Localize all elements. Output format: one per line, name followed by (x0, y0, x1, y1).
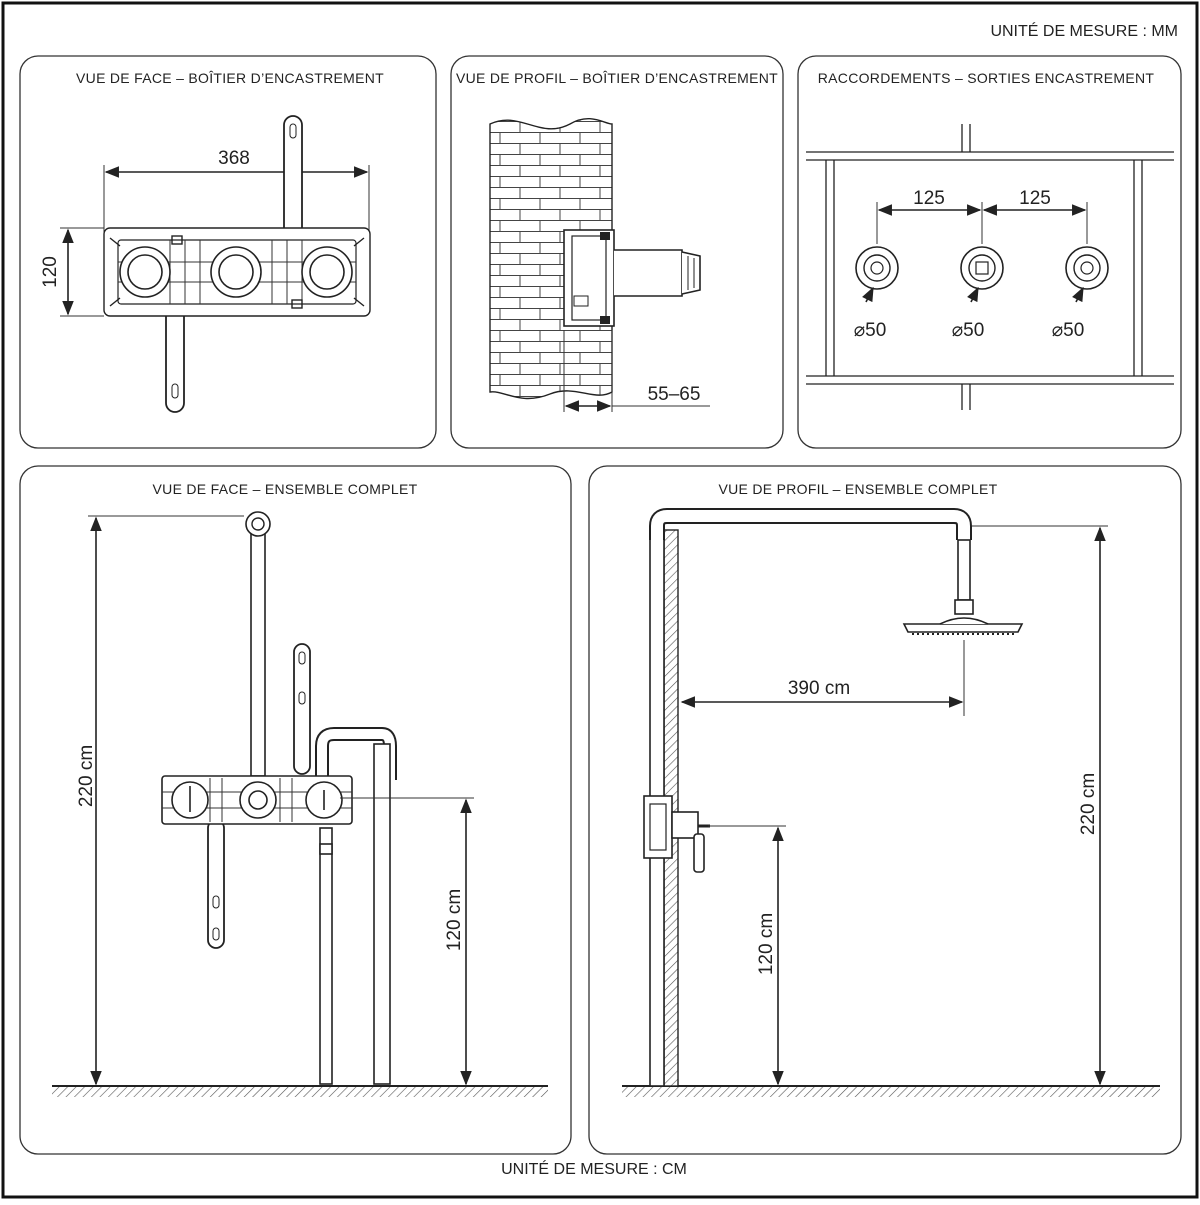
panel-profile-full: VUE DE PROFIL – ENSEMBLE COMPLET 220 cm … (588, 465, 1182, 1155)
outlet-right (1065, 246, 1109, 303)
dimension-height-label: 120 (40, 256, 61, 288)
panel-profile-box-title: VUE DE PROFIL – BOÎTIER D’ENCASTREMENT (456, 70, 778, 86)
mounting-rail-bottom (165, 299, 185, 413)
profile-total-height-label: 220 cm (1078, 773, 1099, 835)
panel-front-full-title: VUE DE FACE – ENSEMBLE COMPLET (153, 481, 418, 497)
panel-front-full: VUE DE FACE – ENSEMBLE COMPLET 220 cm (19, 465, 572, 1155)
unit-label-bottom: UNITÉ DE MESURE : CM (501, 1159, 687, 1178)
unit-label-top: UNITÉ DE MESURE : MM (990, 21, 1178, 40)
panel-front-box-title: VUE DE FACE – BOÎTIER D’ENCASTREMENT (76, 70, 384, 86)
outlet-left (855, 246, 899, 303)
outlet-center-diameter: ⌀50 (952, 320, 985, 341)
panel-front-box: VUE DE FACE – BOÎTIER D’ENCASTREMENT 368… (19, 55, 437, 449)
panel-profile-full-title: VUE DE PROFIL – ENSEMBLE COMPLET (718, 481, 997, 497)
panel-connections-title: RACCORDEMENTS – SORTIES ENCASTREMENT (818, 70, 1155, 86)
mixer-box-side (643, 795, 673, 859)
outlet-right-diameter: ⌀50 (1052, 320, 1085, 341)
outlet-center (960, 246, 1004, 303)
dimension-depth-label: 55–65 (648, 384, 701, 405)
dimension-width-label: 368 (218, 148, 250, 169)
spacing-left-label: 125 (913, 188, 945, 209)
outlet-left-diameter: ⌀50 (854, 320, 887, 341)
riser-pipe (250, 531, 266, 777)
profile-mixer-height-label: 120 cm (756, 913, 777, 975)
shower-head (902, 623, 1024, 633)
tile-grid (806, 124, 1174, 410)
spacing-right-label: 125 (1019, 188, 1051, 209)
spout-pipe (373, 743, 391, 1085)
panel-connections: RACCORDEMENTS – SORTIES ENCASTREMENT 125… (797, 55, 1182, 449)
mixer-height-label: 120 cm (444, 889, 465, 951)
total-height-label: 220 cm (76, 745, 97, 807)
mixer-lever (693, 833, 705, 873)
arm-length-label: 390 cm (788, 678, 850, 699)
panel-profile-box: VUE DE PROFIL – BOÎTIER D’ENCASTREMENT 5… (450, 55, 784, 449)
mounting-rail-top (283, 115, 303, 247)
